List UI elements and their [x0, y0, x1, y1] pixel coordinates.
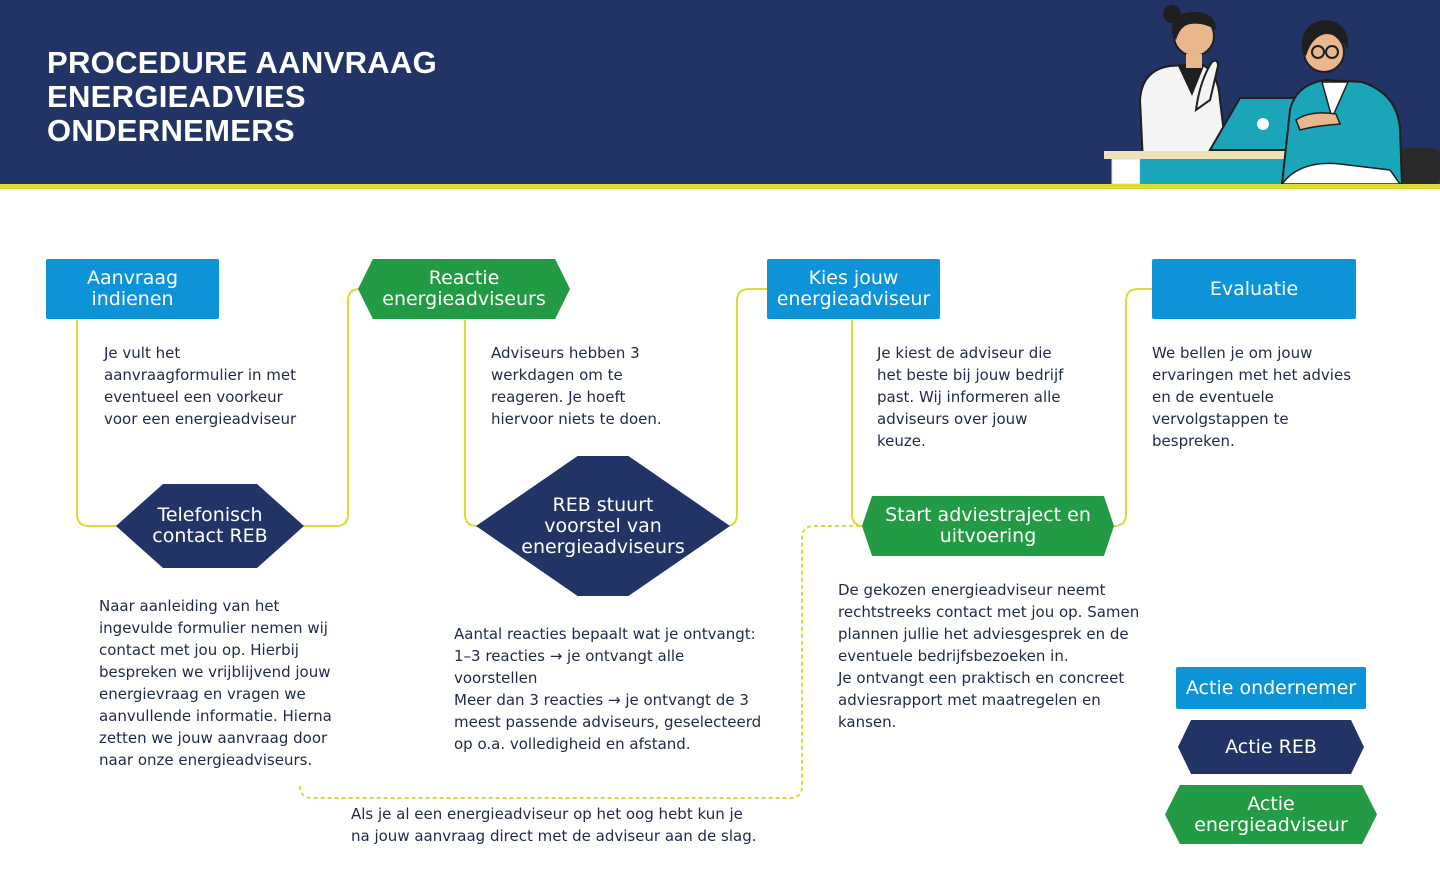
legend-actie-energieadviseur: Actie energieadviseur — [1165, 785, 1377, 844]
step-kies-energieadviseur: Kies jouw energieadviseur — [767, 259, 940, 319]
connector-reb-kies — [726, 289, 767, 526]
connector-start-evaluatie — [1110, 289, 1152, 526]
step-reactie-energieadviseurs: Reactie energieadviseurs — [358, 259, 570, 319]
step-start-description: De gekozen energieadviseur neemt rechtst… — [838, 579, 1148, 733]
shortcut-note: Als je al een energieadviseur op het oog… — [351, 803, 771, 847]
connector-reactie-reb — [465, 320, 482, 526]
step-evaluatie: Evaluatie — [1152, 259, 1356, 319]
legend-actie-reb: Actie REB — [1178, 720, 1364, 774]
step-evaluatie-description: We bellen je om jouw ervaringen met het … — [1152, 342, 1362, 452]
step-start-adviestraject: Start adviestraject en uitvoering — [862, 496, 1114, 556]
step-reactie-description: Adviseurs hebben 3 werkdagen om te reage… — [491, 342, 691, 430]
step-aanvraag-description: Je vult het aanvraagformulier in met eve… — [104, 342, 314, 430]
step-aanvraag-indienen: Aanvraag indienen — [46, 259, 219, 319]
legend-actie-ondernemer: Actie ondernemer — [1176, 667, 1366, 709]
connector-kies-start — [852, 320, 866, 526]
step-telefonisch-description: Naar aanleiding van het ingevulde formul… — [99, 595, 349, 771]
step-reb-stuurt-description: Aantal reacties bepaalt wat je ontvangt:… — [454, 623, 774, 755]
step-kies-description: Je kiest de adviseur die het beste bij j… — [877, 342, 1087, 452]
